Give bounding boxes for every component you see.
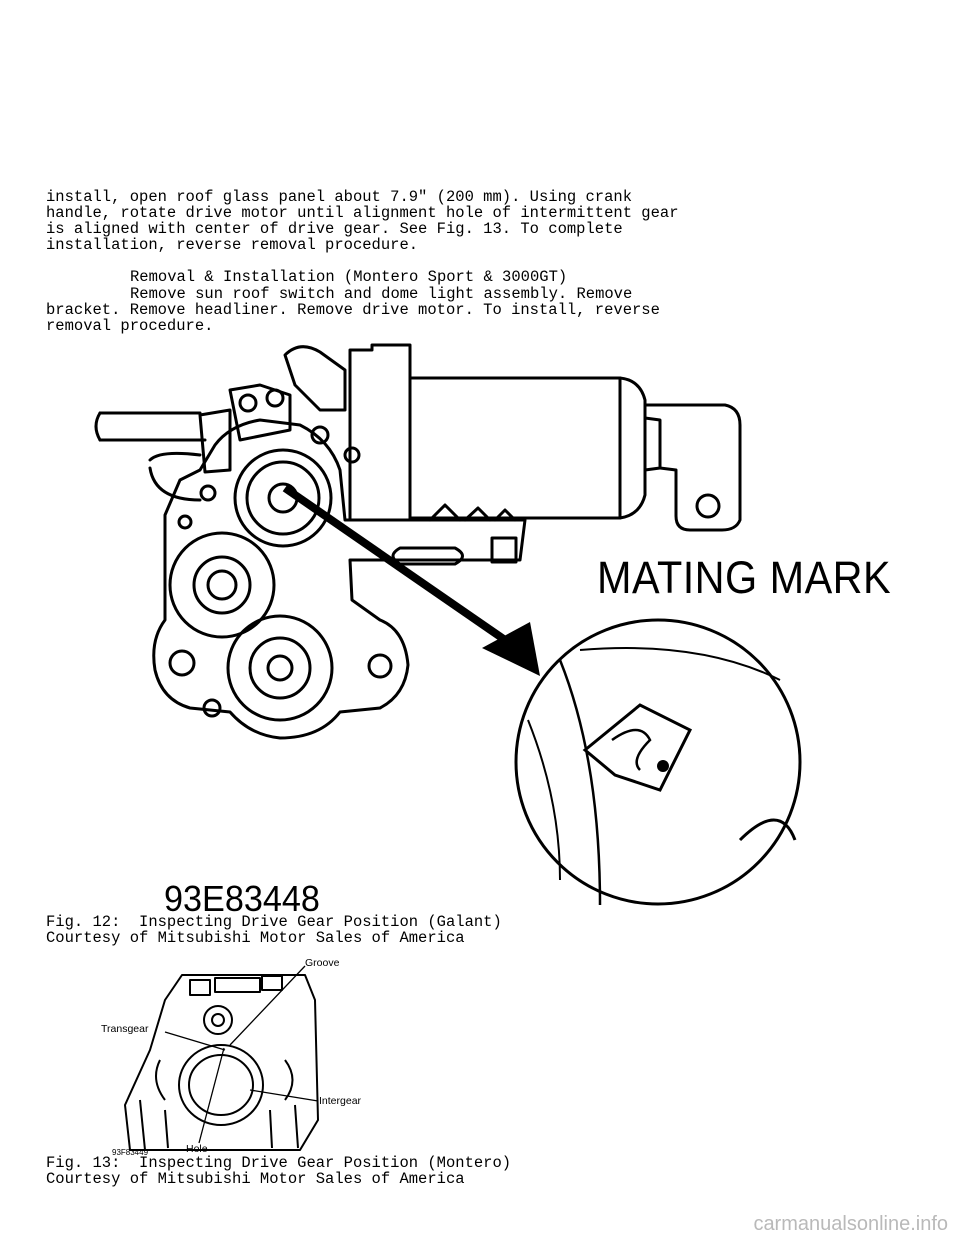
figure-12-courtesy: Courtesy of Mitsubishi Motor Sales of Am… bbox=[46, 929, 465, 947]
label-transgear: Transgear bbox=[101, 1023, 149, 1035]
label-intergear: Intergear bbox=[319, 1095, 362, 1107]
paragraph-2-line: removal procedure. bbox=[46, 317, 214, 335]
paragraph-2-line: Remove sun roof switch and dome light as… bbox=[130, 285, 633, 303]
paragraph-2-line: bracket. Remove headliner. Remove drive … bbox=[46, 301, 660, 319]
paragraph-1-line: installation, reverse removal procedure. bbox=[46, 236, 419, 254]
paragraph-1-line: is aligned with center of drive gear. Se… bbox=[46, 220, 623, 238]
watermark: carmanualsonline.info bbox=[753, 1213, 948, 1235]
figure-12-id: 93E83448 bbox=[164, 878, 320, 919]
figure-13-courtesy: Courtesy of Mitsubishi Motor Sales of Am… bbox=[46, 1170, 465, 1188]
label-groove: Groove bbox=[305, 957, 340, 969]
figure-13-id: 93F83449 bbox=[112, 1148, 149, 1157]
figure-13-caption: Fig. 13: Inspecting Drive Gear Position … bbox=[46, 1154, 512, 1172]
mating-mark-callout: MATING MARK bbox=[597, 552, 892, 603]
arrow-icon bbox=[282, 484, 540, 676]
section-heading: Removal & Installation (Montero Sport & … bbox=[130, 268, 568, 286]
figure-12-caption: Fig. 12: Inspecting Drive Gear Position … bbox=[46, 913, 502, 931]
paragraph-1-line: handle, rotate drive motor until alignme… bbox=[46, 204, 679, 222]
paragraph-1-line: install, open roof glass panel about 7.9… bbox=[46, 188, 632, 206]
label-hole: Hole bbox=[186, 1143, 208, 1155]
